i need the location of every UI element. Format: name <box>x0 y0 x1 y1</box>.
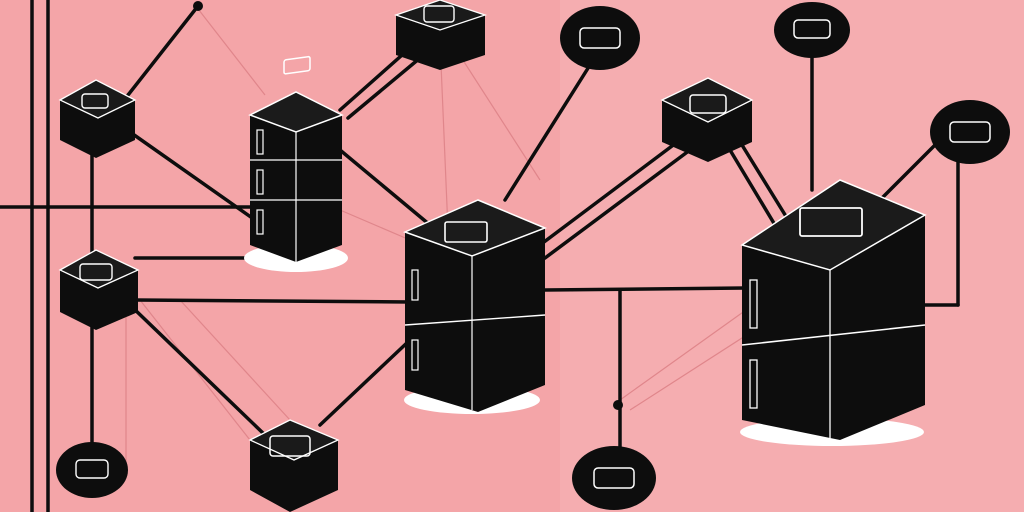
server-rack-icon <box>283 55 311 75</box>
network-node-icon <box>75 459 109 479</box>
network-node-icon <box>689 94 727 114</box>
network-node-icon <box>579 27 621 49</box>
server-rack-icon <box>799 207 863 237</box>
server-rack-right <box>740 179 927 446</box>
server-rack-icon <box>444 221 488 243</box>
round-nodes <box>56 2 1010 510</box>
round-node <box>56 442 128 498</box>
network-node-icon <box>593 467 635 489</box>
connection-line <box>338 148 432 227</box>
round-node <box>930 100 1010 164</box>
network-node-icon <box>793 19 831 39</box>
network-node-icon <box>79 263 113 281</box>
faint-lines <box>125 4 771 470</box>
joint-dot <box>613 400 623 410</box>
connection-line <box>338 46 412 112</box>
connection-line <box>128 303 267 437</box>
connection-line <box>543 286 747 292</box>
cube-node <box>58 79 137 158</box>
connection-line <box>740 143 789 220</box>
network-node-icon <box>269 435 311 457</box>
server-rack-left <box>244 55 348 272</box>
cube-node <box>58 249 140 330</box>
connection-line <box>543 148 692 260</box>
network-node-icon <box>949 121 991 143</box>
round-node <box>572 446 656 510</box>
connection-line <box>346 56 422 120</box>
network-node-icon <box>81 93 109 109</box>
connection-line <box>118 123 257 222</box>
cube-nodes <box>58 0 754 512</box>
connection-line <box>126 4 200 97</box>
round-node <box>774 2 850 58</box>
connection-line <box>728 148 777 227</box>
cube-node <box>248 419 340 512</box>
connection-line <box>318 338 412 427</box>
cube-node <box>393 0 488 70</box>
server-rack-center <box>402 199 548 414</box>
connection-line <box>878 143 937 202</box>
joint-dot <box>193 1 203 11</box>
round-node <box>560 6 640 70</box>
connection-line <box>503 63 592 202</box>
connection-line <box>133 298 412 304</box>
cube-node <box>660 77 754 162</box>
network-node-icon <box>423 5 455 23</box>
connection-line <box>538 138 682 247</box>
connection-lines <box>0 0 960 512</box>
